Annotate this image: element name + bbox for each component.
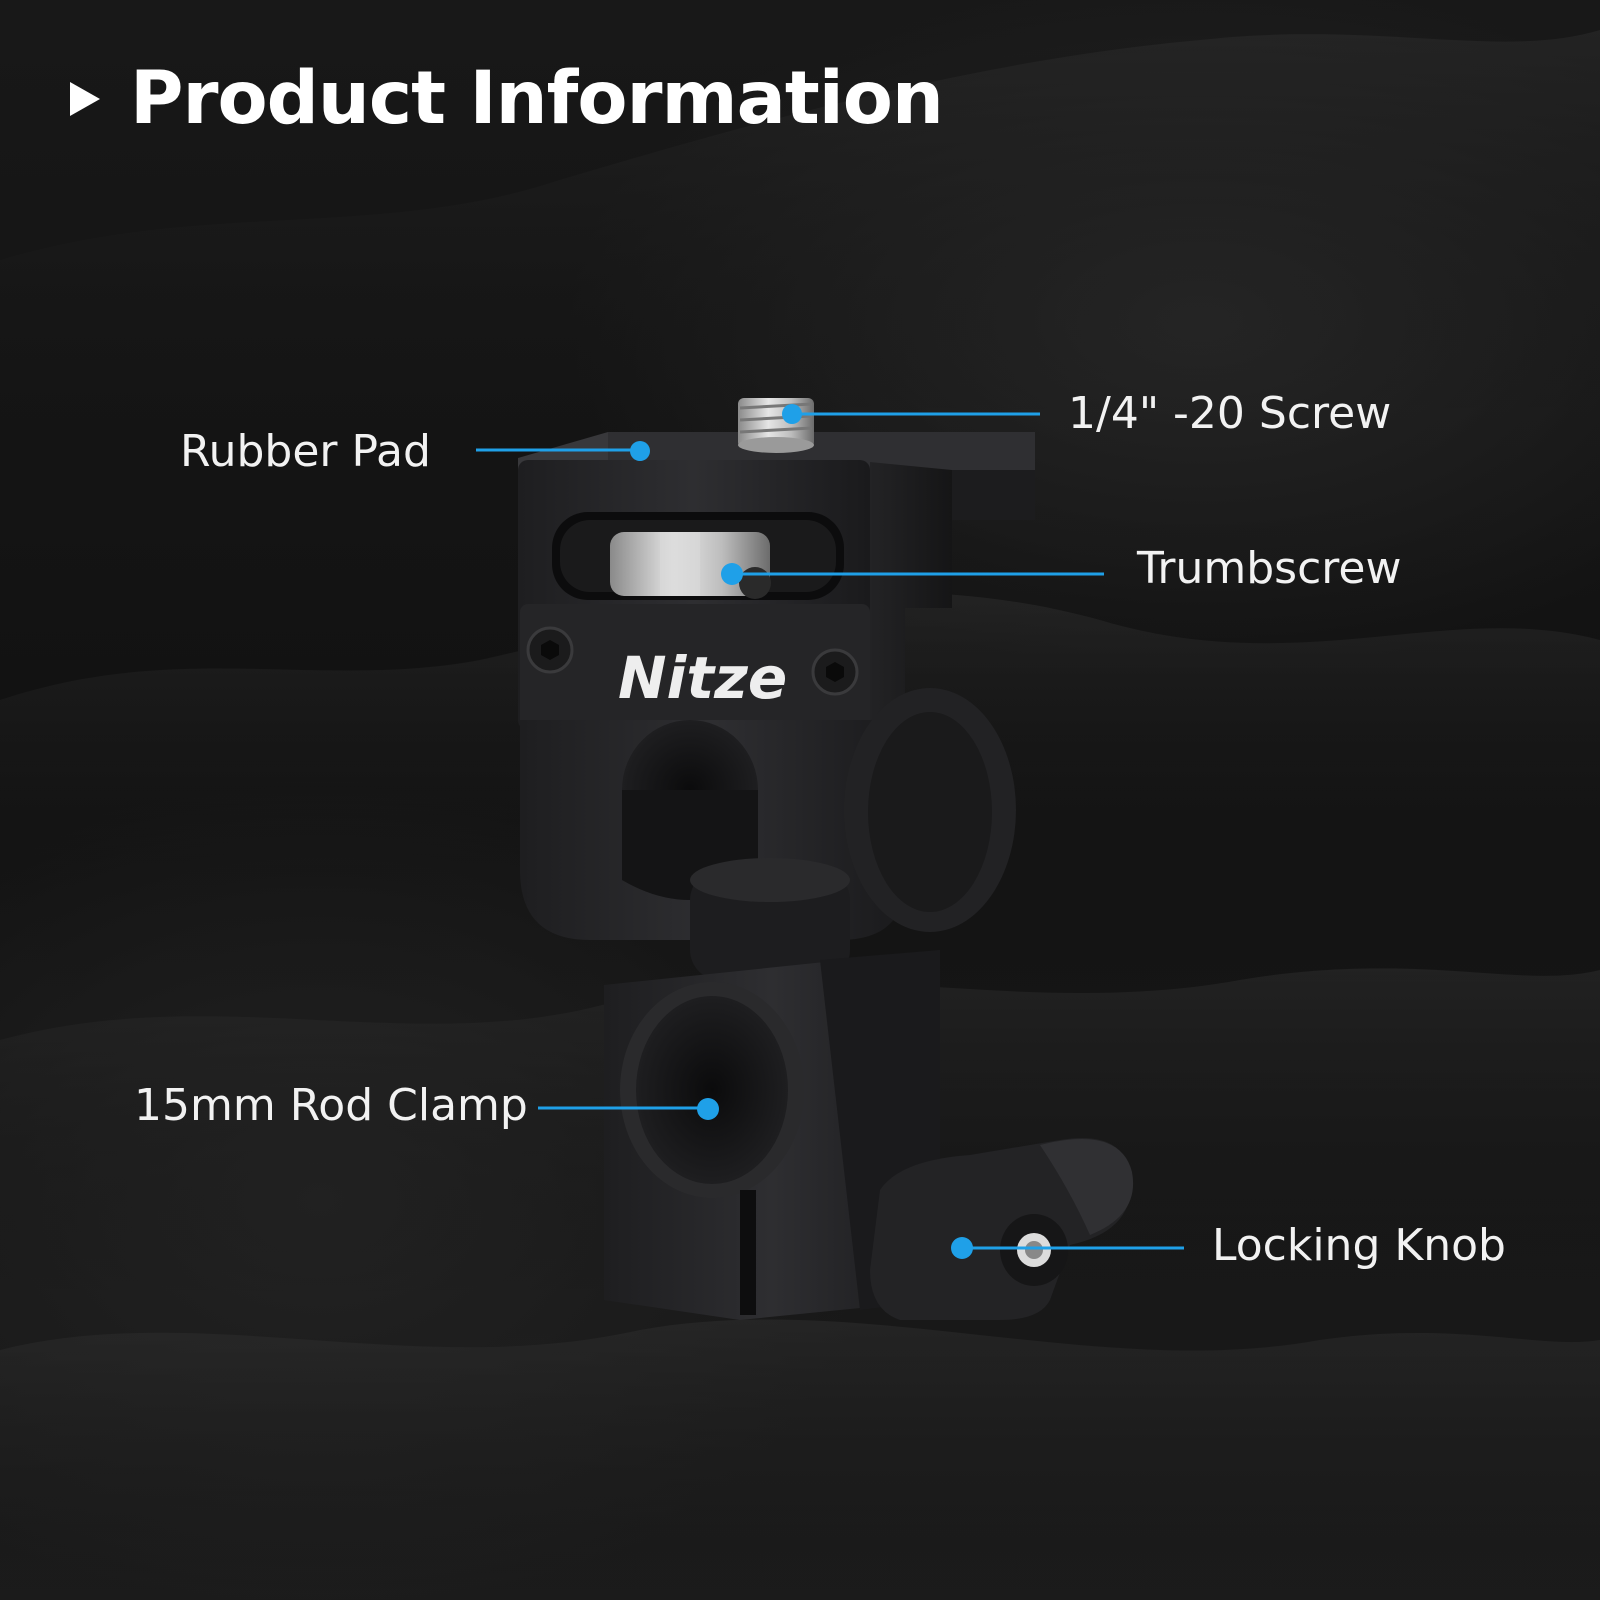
label-rod-clamp: 15mm Rod Clamp <box>134 1080 528 1131</box>
quarter-inch-screw-part <box>738 398 814 453</box>
section-header: Product Information <box>70 56 944 141</box>
play-triangle-icon <box>70 81 100 116</box>
page-title: Product Information <box>130 56 944 141</box>
callout-rod-clamp <box>538 1098 719 1120</box>
swivel-post <box>690 858 850 980</box>
brand-logo: Nitze <box>618 644 787 712</box>
callout-rubber-pad <box>476 441 650 461</box>
label-rubber-pad: Rubber Pad <box>180 426 431 477</box>
thumbscrew-part <box>610 532 771 599</box>
callout-thumbscrew <box>721 563 1104 585</box>
rod-clamp-part <box>604 950 940 1320</box>
callout-screw <box>782 404 1040 424</box>
locking-knob-part <box>870 1138 1134 1320</box>
hex-screw-icon <box>811 648 859 696</box>
callout-locking-knob <box>951 1237 1184 1259</box>
top-mount-block: Nitze <box>518 432 1035 940</box>
label-thumbscrew: Trumbscrew <box>1137 543 1402 594</box>
label-locking-knob: Locking Knob <box>1212 1220 1506 1271</box>
hex-screw-icon <box>526 626 574 674</box>
label-screw: 1/4" -20 Screw <box>1068 388 1392 439</box>
